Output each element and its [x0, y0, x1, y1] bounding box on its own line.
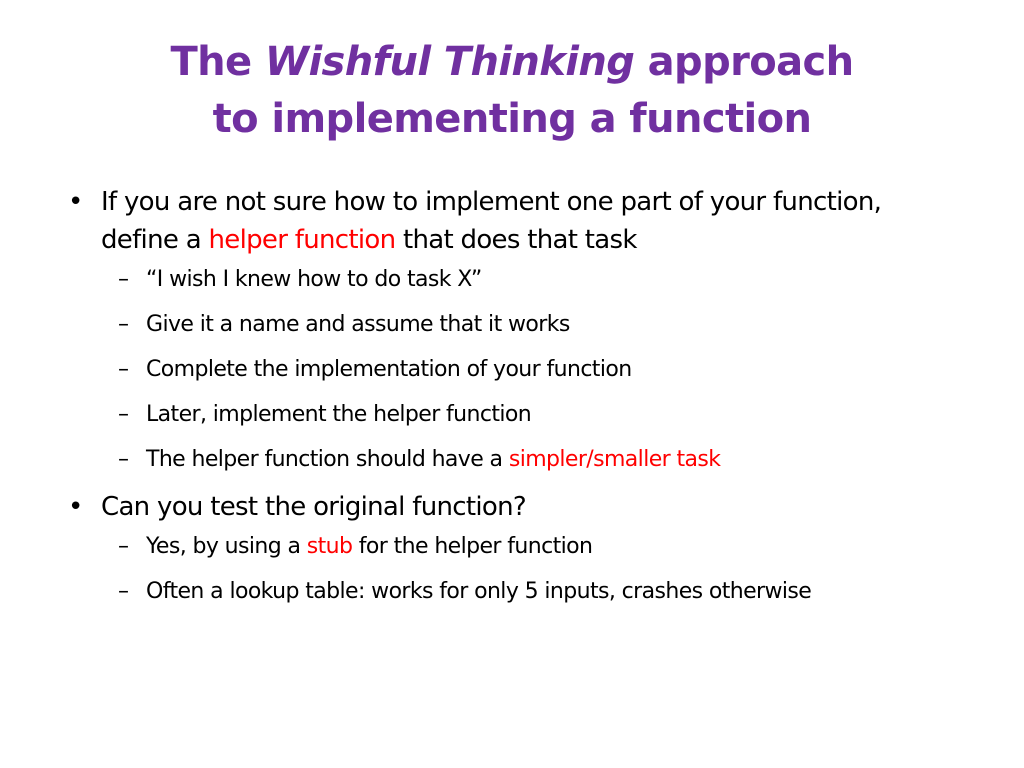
dash-marker: –: [118, 447, 129, 472]
sub-bullet-stub: – Yes, by using a stub for the helper fu…: [118, 530, 964, 564]
sub-bullet-name: – Give it a name and assume that it work…: [118, 308, 964, 342]
sub-bullet-text: “I wish I knew how to do task X”: [146, 267, 482, 292]
title-text-start: The: [170, 39, 265, 85]
bullet-text: Can you test the original function?: [101, 492, 527, 522]
sub-bullet-wish: – “I wish I knew how to do task X”: [118, 263, 964, 297]
dash-marker: –: [118, 579, 129, 604]
sub-bullet-text: Often a lookup table: works for only 5 i…: [146, 579, 812, 604]
dash-marker: –: [118, 357, 129, 382]
sub-bullet-simpler: – The helper function should have a simp…: [118, 443, 964, 477]
bullet-marker: •: [68, 492, 83, 522]
dash-marker: –: [118, 312, 129, 337]
title-text-end: approach: [634, 39, 854, 85]
slide-title: The Wishful Thinking approach to impleme…: [60, 34, 964, 148]
bullet-text-end: that does that task: [395, 225, 637, 255]
sub-bullet-text: Complete the implementation of your func…: [146, 357, 632, 382]
title-line-2: to implementing a function: [212, 96, 812, 142]
sub-bullet-complete: – Complete the implementation of your fu…: [118, 353, 964, 387]
title-line-1: The Wishful Thinking approach: [60, 34, 964, 91]
highlight-simpler-task: simpler/smaller task: [508, 447, 721, 472]
bullet-helper-function: • If you are not sure how to implement o…: [64, 183, 964, 259]
bullet-test-question: • Can you test the original function?: [64, 488, 964, 526]
sub-bullet-later: – Later, implement the helper function: [118, 398, 964, 432]
dash-marker: –: [118, 534, 129, 559]
title-italic-phrase: Wishful Thinking: [264, 39, 635, 85]
sub-bullet-text: The helper function should have a: [146, 447, 509, 472]
slide-body: • If you are not sure how to implement o…: [64, 183, 964, 620]
bullet-marker: •: [68, 187, 83, 217]
highlight-helper-function: helper function: [208, 225, 397, 255]
sub-bullet-lookup-table: – Often a lookup table: works for only 5…: [118, 575, 964, 609]
dash-marker: –: [118, 402, 129, 427]
sub-bullet-text-end: for the helper function: [352, 534, 593, 559]
dash-marker: –: [118, 267, 129, 292]
sub-bullet-text: Later, implement the helper function: [146, 402, 532, 427]
bullet-text: If you are not sure how to implement one…: [101, 187, 882, 255]
sub-bullet-text: Yes, by using a: [146, 534, 307, 559]
highlight-stub: stub: [306, 534, 353, 559]
sub-bullet-text: Give it a name and assume that it works: [146, 312, 570, 337]
